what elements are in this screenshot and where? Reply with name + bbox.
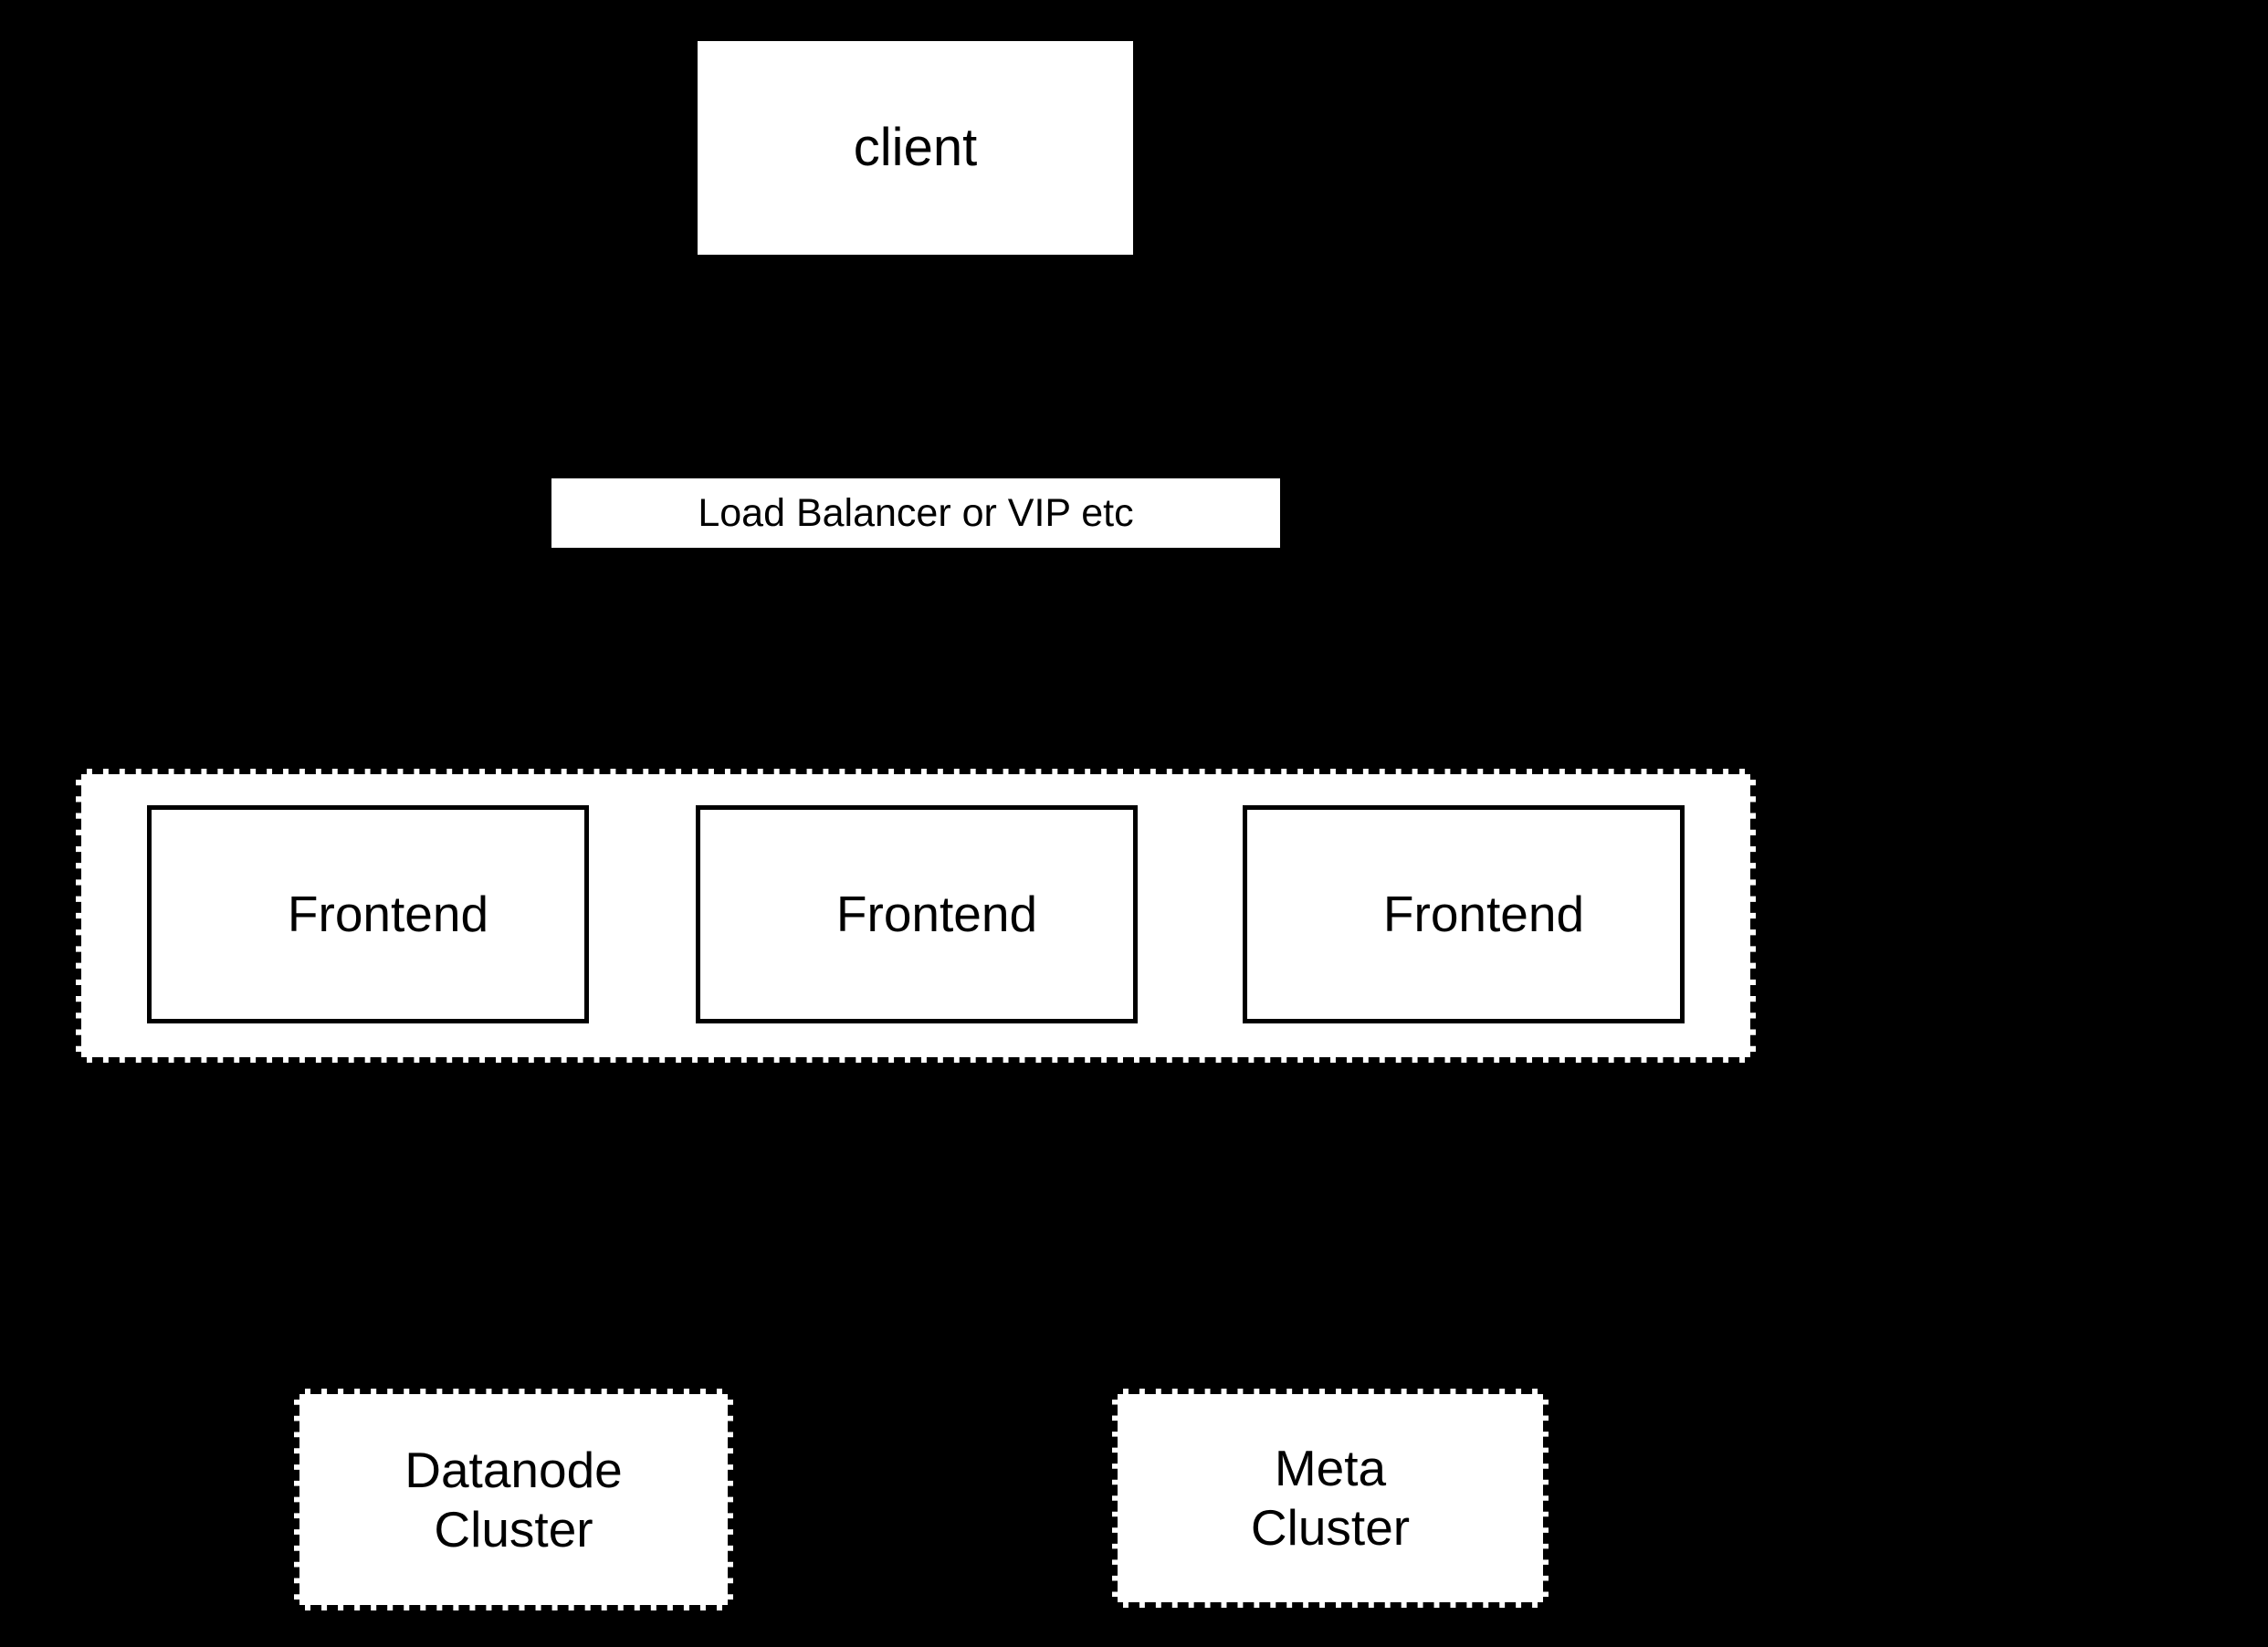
node-client[interactable]: client — [698, 41, 1133, 255]
node-frontend-1[interactable]: Frontend — [147, 805, 589, 1023]
node-frontend-3-label: Frontend — [1382, 886, 1585, 943]
node-frontend-2[interactable]: Frontend — [696, 805, 1138, 1023]
node-meta-cluster-label: Meta Cluster — [1250, 1440, 1411, 1556]
node-datanode-cluster-label: Datanode Cluster — [404, 1441, 623, 1558]
node-client-label: client — [853, 117, 978, 177]
node-frontend-1-label: Frontend — [287, 886, 489, 943]
node-meta-cluster[interactable]: Meta Cluster — [1112, 1389, 1549, 1608]
node-frontend-3[interactable]: Frontend — [1243, 805, 1685, 1023]
node-load-balancer[interactable]: Load Balancer or VIP etc — [551, 478, 1280, 548]
node-datanode-cluster[interactable]: Datanode Cluster — [294, 1389, 733, 1610]
node-frontend-2-label: Frontend — [835, 886, 1038, 943]
node-load-balancer-label: Load Balancer or VIP etc — [698, 490, 1134, 535]
